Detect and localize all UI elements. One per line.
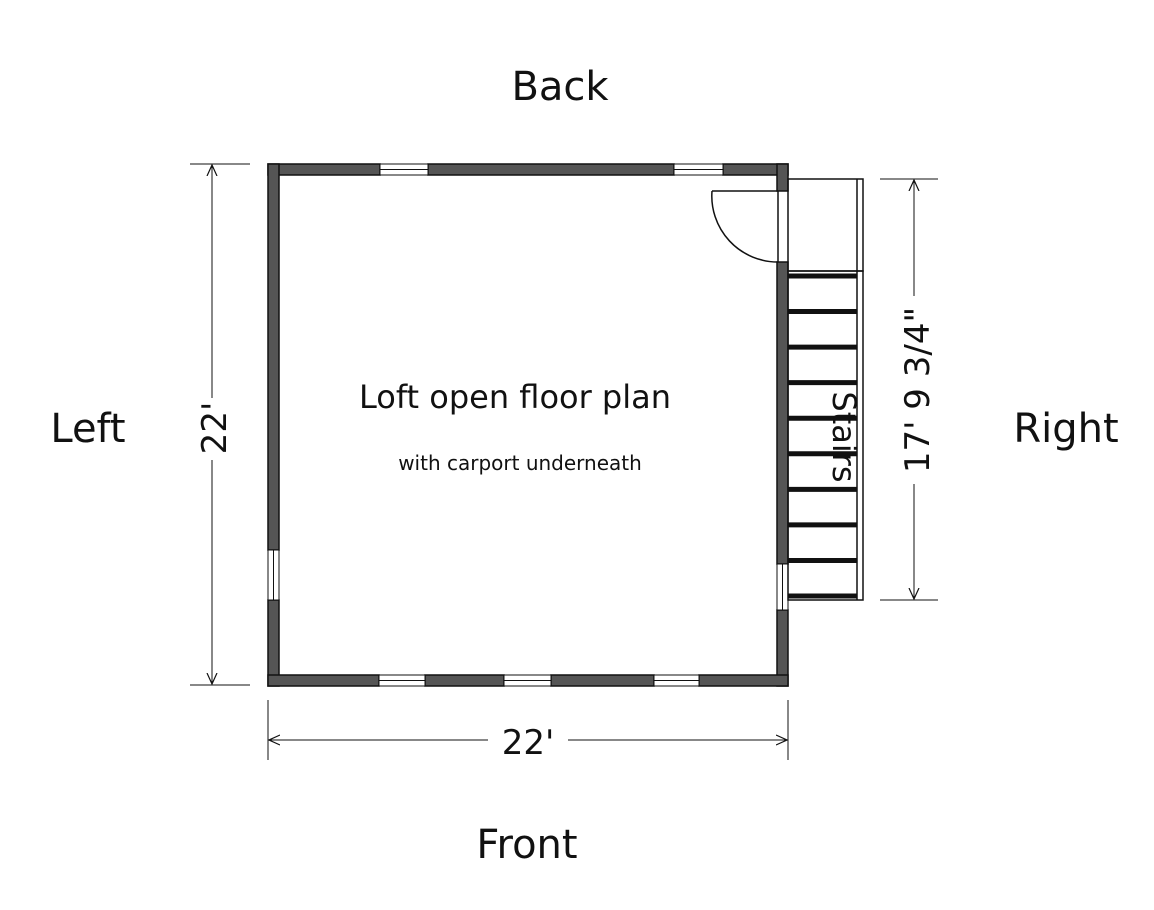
left-wall-segment — [267, 163, 280, 551]
front-label: Front — [476, 822, 577, 868]
room-title: Loft open floor plan — [359, 378, 671, 416]
room-subtitle: with carport underneath — [398, 451, 642, 475]
stair-frame — [787, 270, 864, 601]
back-wall-segment — [427, 163, 675, 176]
depth-dimension-label: 22' — [195, 402, 235, 455]
door-swing-arc — [711, 190, 779, 263]
stairs — [787, 178, 864, 601]
left-dimension — [190, 163, 250, 686]
windows — [267, 163, 789, 687]
stair-landing — [787, 178, 864, 272]
right-dimension — [880, 178, 938, 601]
left-label: Left — [50, 406, 125, 452]
front-wall-segment — [698, 674, 789, 687]
front-wall-segment — [550, 674, 655, 687]
front-wall-segment — [267, 674, 380, 687]
right-wall-segment — [776, 261, 789, 565]
front-wall-segment — [424, 674, 505, 687]
right-wall-segment — [776, 163, 789, 192]
door — [711, 190, 779, 263]
back-label: Back — [511, 64, 609, 110]
bottom-dimension — [267, 700, 789, 760]
back-wall-segment — [267, 163, 381, 176]
left-wall-segment — [267, 599, 280, 687]
walls — [267, 163, 789, 687]
stair-run-dimension-label: 17' 9 3/4" — [898, 307, 938, 473]
width-dimension-label: 22' — [502, 723, 555, 763]
right-label: Right — [1013, 406, 1118, 452]
stair-treads — [788, 273, 857, 599]
stairs-label: Stairs — [825, 391, 863, 482]
